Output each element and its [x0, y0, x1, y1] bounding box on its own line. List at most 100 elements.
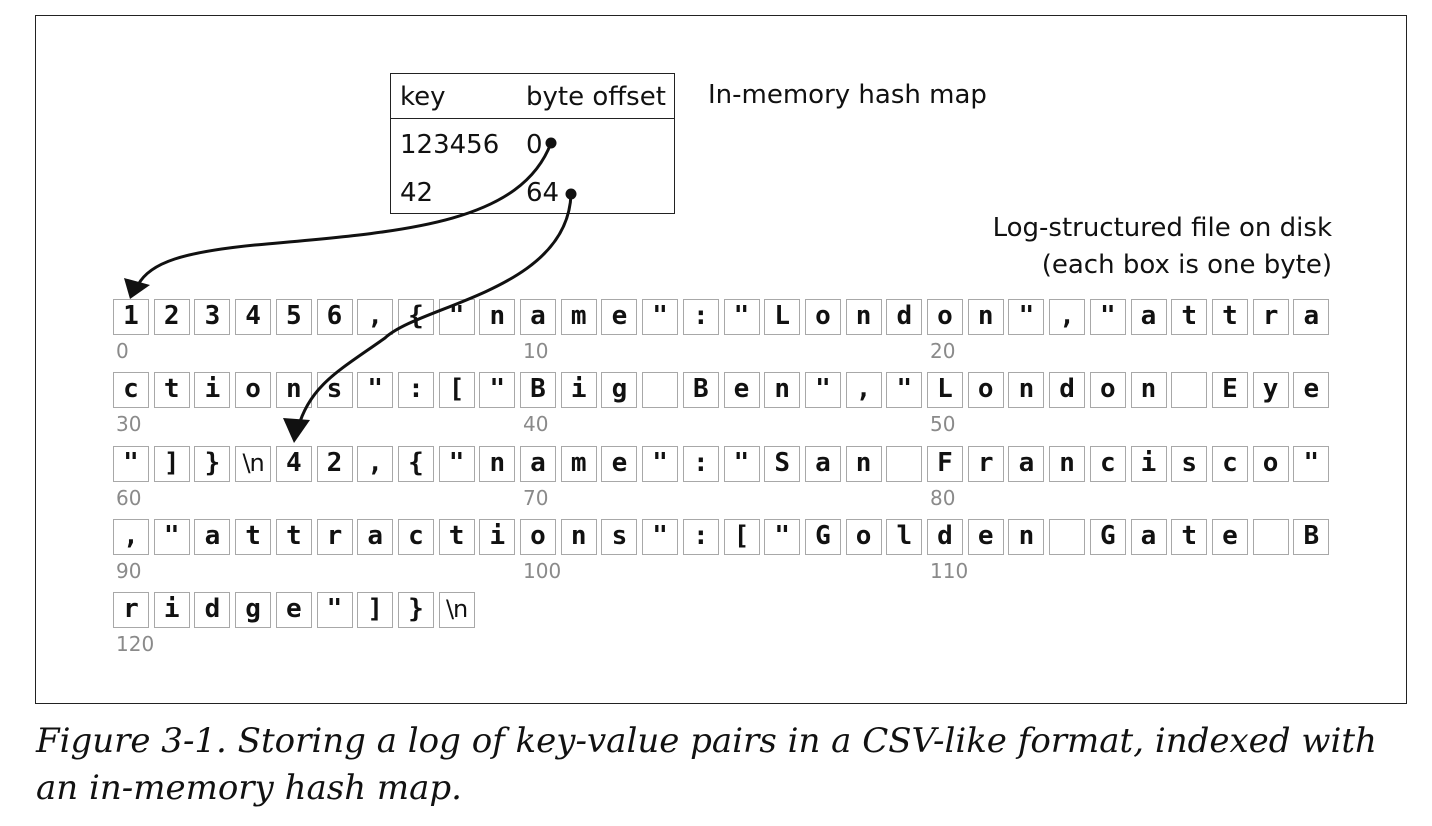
byte-cell: t — [235, 518, 272, 555]
row-offset: 64 — [526, 178, 560, 208]
byte-cell: y — [1252, 372, 1289, 409]
byte-cell: i — [153, 592, 190, 629]
byte-cell: " — [113, 445, 149, 482]
byte-cell: : — [682, 518, 719, 555]
byte-cell: n — [967, 299, 1004, 335]
byte-cell: 2 — [316, 445, 353, 482]
byte-cell: a — [520, 299, 556, 335]
byte-cell: t — [1171, 518, 1208, 555]
offset-label: 110 — [930, 558, 969, 583]
byte-cell: L — [927, 372, 963, 409]
byte-cell: n — [845, 299, 882, 335]
byte-cell: , — [357, 299, 394, 335]
byte-cell: : — [397, 372, 434, 409]
byte-cell: " — [642, 518, 679, 555]
row-key: 123456 — [400, 130, 500, 160]
byte-cell: " — [642, 445, 679, 482]
byte-cell: " — [1089, 299, 1126, 335]
byte-cell: { — [397, 445, 434, 482]
byte-cell: g — [601, 372, 638, 409]
byte-cell — [1049, 518, 1086, 555]
byte-cell: o — [235, 372, 272, 409]
byte-cell — [886, 445, 923, 482]
byte-cell: d — [1049, 372, 1086, 409]
byte-cell: " — [1008, 299, 1045, 335]
byte-cell: " — [804, 372, 841, 409]
byte-cell: } — [397, 592, 434, 629]
byte-cell: a — [804, 445, 841, 482]
byte-cell: a — [194, 518, 231, 555]
byte-cell: " — [316, 592, 353, 629]
byte-cell: " — [1293, 445, 1330, 482]
row-key: 42 — [400, 178, 434, 208]
byte-cell: a — [1293, 299, 1330, 335]
byte-cell: \n — [235, 445, 272, 482]
byte-cell: 1 — [113, 299, 149, 335]
offset-label: 50 — [930, 412, 956, 437]
byte-cell: n — [479, 445, 516, 482]
byte-cell: d — [194, 592, 231, 629]
byte-cell: G — [804, 518, 841, 555]
byte-cell: ] — [357, 592, 394, 629]
byte-cell: r — [1252, 299, 1289, 335]
byte-cell: n — [764, 372, 801, 409]
byte-cell: s — [601, 518, 638, 555]
byte-cell: r — [316, 518, 353, 555]
byte-cell: " — [438, 445, 475, 482]
offset-label: 120 — [116, 632, 155, 657]
offset-label: 90 — [116, 558, 142, 583]
byte-cell: ] — [153, 445, 190, 482]
byte-cell: a — [1130, 299, 1167, 335]
byte-cell: a — [1130, 518, 1167, 555]
byte-cell: n — [275, 372, 312, 409]
byte-cell: e — [601, 299, 638, 335]
byte-cell: " — [153, 518, 190, 555]
byte-cell: " — [886, 372, 923, 409]
byte-cell: a — [357, 518, 394, 555]
byte-cell: , — [113, 518, 149, 555]
byte-cell: o — [927, 299, 963, 335]
offset-label: 10 — [523, 339, 549, 363]
hash-map-table: key byte offset 123456 0 42 64 — [390, 73, 675, 214]
figure-caption: Figure 3-1. Storing a log of key-value p… — [36, 721, 1377, 808]
byte-cell: : — [682, 299, 719, 335]
offset-label: 100 — [523, 558, 562, 583]
byte-cell: n — [1049, 445, 1086, 482]
byte-cell: e — [275, 592, 312, 629]
hash-map-label: In-memory hash map — [708, 80, 987, 110]
byte-cell: B — [682, 372, 719, 409]
byte-cell: " — [723, 445, 760, 482]
byte-cell: n — [1008, 518, 1045, 555]
header-divider — [391, 118, 674, 119]
byte-cell: t — [275, 518, 312, 555]
byte-cell: n — [845, 445, 882, 482]
byte-cell: n — [479, 299, 516, 335]
byte-cell: 5 — [275, 299, 312, 335]
byte-cell: m — [560, 299, 597, 335]
byte-cell: l — [886, 518, 923, 555]
byte-cell: \n — [438, 592, 475, 629]
byte-cell: c — [113, 372, 149, 409]
byte-cell: : — [682, 445, 719, 482]
arrow-offset-64 — [283, 188, 577, 443]
byte-cell: c — [1211, 445, 1248, 482]
byte-cell: i — [1130, 445, 1167, 482]
byte-cell: o — [1089, 372, 1126, 409]
byte-cell: [ — [438, 372, 475, 409]
byte-cell: [ — [723, 518, 760, 555]
byte-cell: g — [235, 592, 272, 629]
log-file-label-line1: Log-structured file on disk — [992, 213, 1332, 243]
byte-cell: e — [601, 445, 638, 482]
byte-cell: " — [723, 299, 760, 335]
log-file-label-line2: (each box is one byte) — [1041, 250, 1332, 280]
byte-cell: a — [520, 445, 556, 482]
byte-cell: o — [520, 518, 556, 555]
byte-cell: G — [1089, 518, 1126, 555]
byte-cell: s — [1171, 445, 1208, 482]
arrow-offset-0 — [124, 137, 557, 299]
byte-cell: c — [397, 518, 434, 555]
byte-cell: 3 — [194, 299, 231, 335]
log-file-label: Log-structured file on disk (each box is… — [993, 210, 1332, 284]
byte-cell: E — [1211, 372, 1248, 409]
